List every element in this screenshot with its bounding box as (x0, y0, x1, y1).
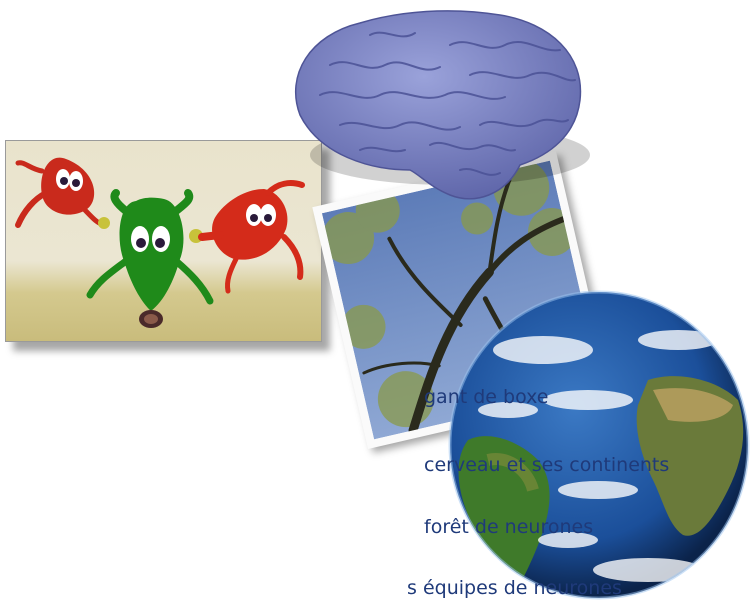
label-equipes-de-neurones: s équipes de neurones (407, 577, 622, 599)
label-cerveau-et-ses-continents: cerveau et ses continents (424, 454, 670, 476)
cartoon-neurons-image (5, 140, 322, 342)
label-foret-de-neurones: forêt de neurones (424, 516, 594, 538)
green-neuron (86, 189, 214, 328)
red-neuron-right (189, 180, 305, 294)
label-gant-de-boxe: gant de boxe (424, 386, 549, 408)
earth-globe (448, 290, 750, 600)
red-neuron-left (15, 157, 110, 229)
brain-icon (280, 5, 595, 210)
